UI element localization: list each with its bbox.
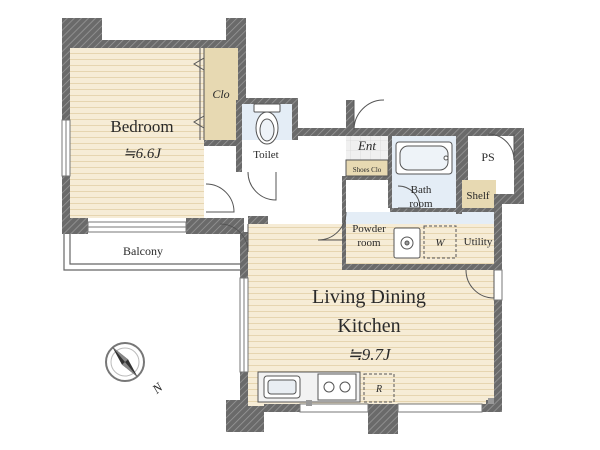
toilet-label: Toilet — [253, 149, 279, 161]
door-bedroom — [205, 183, 235, 213]
wall-bedroom-left — [62, 58, 70, 120]
bath-label-2: room — [409, 198, 433, 210]
door-ldk — [219, 223, 249, 253]
windows — [61, 119, 503, 413]
fixtures — [253, 103, 494, 406]
closet-doors — [193, 48, 205, 140]
door-entrance — [353, 99, 385, 131]
compass: N — [105, 342, 167, 398]
washer-label: W — [435, 237, 445, 249]
wall-bedroom-bottom — [62, 218, 88, 234]
shelf-label: Shelf — [466, 190, 490, 202]
utility-label: Utility — [464, 236, 493, 248]
closet-floor — [204, 48, 238, 140]
powder-label-1: Powder — [352, 223, 386, 235]
toilet-tank — [253, 103, 281, 113]
bedroom-floor — [70, 48, 204, 218]
wall-ldk-top — [248, 216, 268, 224]
wall-bottom-pillar — [368, 404, 398, 434]
wall-right-upper — [494, 194, 524, 204]
shoes-closet — [345, 159, 389, 177]
ldk-label-1: Living Dining — [312, 286, 426, 308]
wall-ldk-left — [240, 232, 248, 278]
washer-pan — [423, 225, 457, 259]
wall-entrance-bath — [388, 134, 392, 208]
wall-bedroom-top-strip — [102, 40, 226, 48]
bedroom-label: Bedroom — [110, 117, 173, 136]
window-right — [493, 269, 503, 301]
door-utility — [465, 269, 495, 299]
ps-label: PS — [481, 150, 494, 164]
wall-bedroom-left-low — [62, 176, 70, 234]
compass-north-label: N — [148, 379, 166, 398]
ldk-size: ≒9.7J — [347, 345, 392, 364]
wall-powder-bottom — [342, 264, 494, 270]
refrigerator-space — [363, 373, 395, 403]
wall-entrance-top2 — [346, 128, 468, 136]
entrance-label: Ent — [357, 138, 376, 153]
ldk-label-2: Kitchen — [337, 315, 400, 337]
wall-ldk-left-low — [240, 372, 248, 400]
powder-label-2: room — [357, 237, 381, 249]
wall-closet-bottom — [204, 140, 238, 146]
labels: Bedroom ≒6.6J Clo Toilet Ent Shoes Clo B… — [110, 87, 494, 395]
door-powder — [317, 211, 347, 241]
bedroom-size: ≒6.6J — [123, 146, 162, 162]
wall-powder-top — [344, 176, 390, 180]
hall-floor — [240, 140, 344, 212]
wall-toilet-right — [292, 98, 298, 140]
wall-bath-shelf — [456, 134, 462, 214]
door-ps — [487, 133, 515, 161]
wall-top-right-block — [460, 128, 524, 198]
door-swings — [205, 99, 515, 299]
window-ldk-bottom — [299, 403, 369, 413]
wall-right-lower — [494, 300, 502, 408]
compass-needle-icon — [112, 346, 138, 378]
wall-bottom-left-corner — [226, 400, 264, 432]
wall-hall-top — [296, 128, 350, 136]
door-toilet — [247, 171, 277, 201]
closet-label: Clo — [212, 87, 229, 101]
window-ldk-bottom-right — [397, 403, 483, 413]
wall-top-right-corner — [226, 18, 246, 100]
balcony — [63, 234, 240, 271]
shelf-floor — [460, 180, 496, 208]
wall-bedroom-bottom-right — [186, 218, 244, 234]
refrigerator-label: R — [375, 384, 382, 395]
wall-toilet-left — [236, 100, 242, 172]
bath-label-1: Bath — [411, 184, 432, 196]
wall-bedroom-top — [62, 18, 102, 58]
balcony-label: Balcony — [123, 244, 163, 258]
door-bath — [397, 185, 421, 209]
ps-floor — [462, 134, 514, 178]
wall-entrance-top — [346, 100, 354, 136]
wall-right — [494, 200, 502, 270]
wall-powder-top2 — [390, 208, 494, 212]
shoes-closet-label: Shoes Clo — [353, 166, 382, 174]
wall-toilet-top — [238, 98, 296, 104]
